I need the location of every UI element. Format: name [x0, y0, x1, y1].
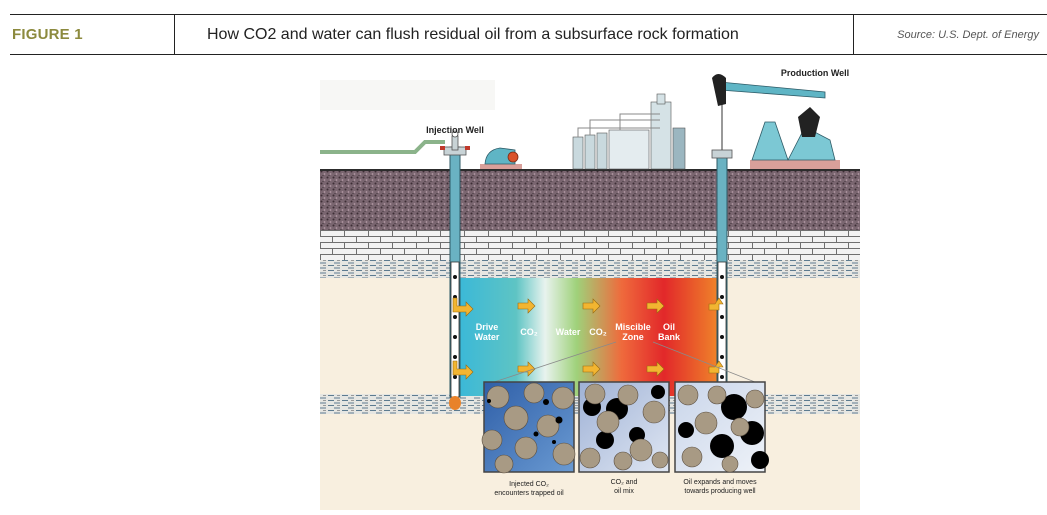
production-well-label: Production Well — [781, 68, 849, 78]
ground-line — [320, 169, 860, 171]
limestone-layer — [320, 230, 860, 260]
soil-layer — [320, 170, 860, 230]
flow-arrows — [452, 297, 724, 380]
figure-label: FIGURE 1 — [12, 26, 83, 43]
injection-well — [440, 130, 470, 410]
zone-label: Bank — [658, 332, 681, 342]
figure-title: How CO2 and water can flush residual oil… — [207, 25, 739, 43]
pore-panel-1 — [481, 381, 576, 474]
flow-arrow — [582, 298, 601, 314]
flow-arrow — [582, 361, 601, 377]
panel-captions: Injected CO₂ encounters trapped oil CO₂ … — [494, 479, 757, 497]
production-well — [711, 74, 840, 398]
header-divider — [853, 15, 854, 54]
flow-arrow — [646, 298, 665, 314]
zone-label: Miscible — [615, 322, 651, 332]
shale-layer — [320, 260, 860, 278]
panel-caption: Oil expands and moves — [683, 479, 757, 486]
zone-label: CO₂ — [520, 327, 538, 337]
pipeline — [320, 140, 445, 154]
zone-labels: Drive Water CO₂ Water CO₂ Miscible Zone … — [475, 322, 681, 342]
panel-caption: encounters trapped oil — [494, 490, 564, 497]
compressor — [480, 147, 522, 169]
flow-arrow — [708, 297, 724, 311]
zone-label: CO₂ — [589, 327, 607, 337]
reservoir-zone — [458, 278, 722, 396]
figure-header: FIGURE 1 How CO2 and water can flush res… — [10, 14, 1047, 55]
flow-arrow — [646, 361, 665, 377]
zone-label: Water — [556, 327, 581, 337]
flow-arrow — [517, 361, 536, 377]
panel-caption: oil mix — [614, 488, 634, 495]
header-divider — [174, 15, 175, 54]
flow-arrow — [517, 298, 536, 314]
zone-label: Drive — [476, 322, 499, 332]
figure-source: Source: U.S. Dept. of Energy — [897, 28, 1039, 41]
panel-caption: CO₂ and — [611, 479, 638, 486]
zone-label: Zone — [622, 332, 644, 342]
flow-arrow — [452, 297, 474, 317]
processing-tanks — [572, 93, 686, 170]
zone-label: Water — [475, 332, 500, 342]
injection-well-label: Injection Well — [426, 125, 484, 135]
eor-diagram: Injection Well Production Well Drive Wat… — [320, 62, 860, 510]
zone-label: Oil — [663, 322, 675, 332]
sky-patch — [320, 80, 495, 110]
callout-line — [652, 341, 761, 385]
pore-panel-2 — [578, 381, 670, 473]
panel-caption: Injected CO₂ — [509, 481, 549, 488]
pore-panel-3 — [674, 381, 769, 473]
panel-caption: towards producing well — [684, 488, 756, 495]
flow-arrow — [452, 360, 474, 380]
callout-line — [487, 341, 617, 385]
